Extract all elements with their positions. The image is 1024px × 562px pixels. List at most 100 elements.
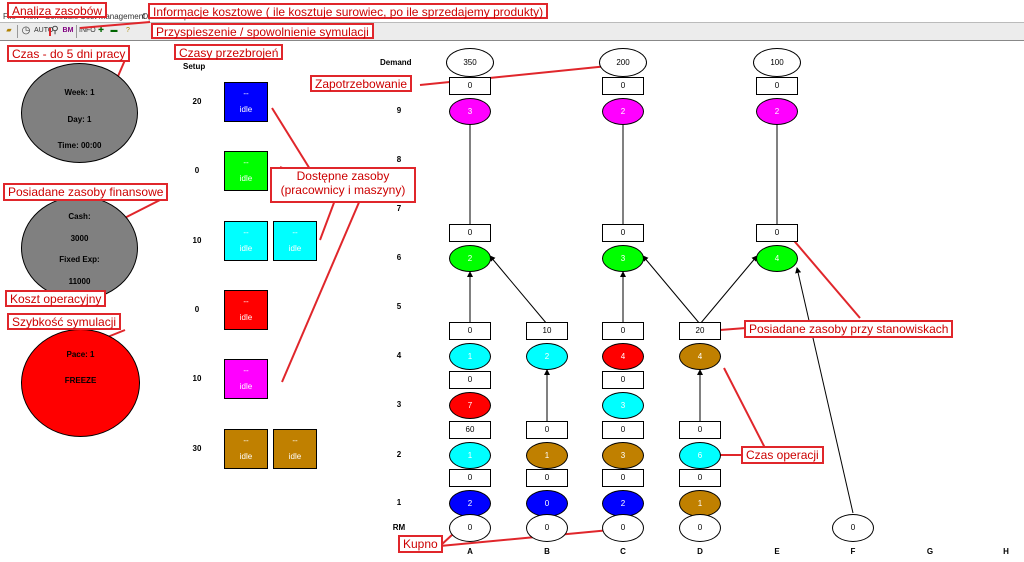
annotation-available-resources: Dostępne zasoby (pracownicy i maszyny) [270,167,416,203]
resource-box[interactable]: --idle [224,429,268,469]
level-label: 5 [396,302,402,311]
station-node[interactable]: 1 [449,343,491,370]
station-node[interactable]: 2 [602,98,644,125]
station-inventory: 0 [449,322,491,340]
annotation-purchase: Kupno [398,535,443,553]
resource-task: -- [243,158,249,167]
station-node[interactable]: 0 [526,490,568,517]
resource-box[interactable]: --idle [273,221,317,261]
fixed-exp-value: 11000 [68,277,91,286]
day-label: Day: 1 [67,115,92,124]
station-node[interactable]: 4 [679,343,721,370]
station-inventory: 0 [602,224,644,242]
setup-time: 30 [192,444,202,453]
station-node[interactable]: 2 [449,245,491,272]
clock-icon[interactable]: ◷ [21,25,31,36]
level-label: 7 [396,204,402,213]
annotation-demand: Zapotrzebowanie [310,75,413,92]
station-node[interactable]: 4 [602,343,644,370]
time-label: Time: 00:00 [57,141,102,150]
resource-state: idle [239,313,253,322]
station-inventory: 0 [449,469,491,487]
annotation-station-resources: Posiadane zasoby przy stanowiskach [744,320,954,338]
station-node[interactable]: 1 [449,442,491,469]
station-node[interactable]: 1 [526,442,568,469]
level-label: 6 [396,253,402,262]
column-label: F [850,547,856,556]
column-label: B [544,547,550,556]
resource-box[interactable]: --idle [273,429,317,469]
resource-box[interactable]: --idle [224,290,268,330]
raw-material-bubble[interactable]: 0 [449,514,491,542]
demand-bubble: 100 [753,48,801,77]
freeze-label: FREEZE [64,376,97,385]
station-node[interactable]: 2 [449,490,491,517]
cash-value: 3000 [70,234,89,243]
station-inventory: 10 [526,322,568,340]
resource-task: -- [243,228,249,237]
raw-material-bubble[interactable]: 0 [832,514,874,542]
station-node[interactable]: 3 [602,245,644,272]
info-button[interactable]: INFO [79,27,96,34]
station-node[interactable]: 2 [602,490,644,517]
annotation-speed: Przyspieszenie / spowolnienie symulacji [151,23,374,39]
pace-display[interactable]: Pace: 1 FREEZE [21,329,140,437]
setup-header: Setup [183,62,206,71]
resource-state: idle [239,244,253,253]
resource-state: idle [239,452,253,461]
resource-box[interactable]: --idle [224,82,268,122]
raw-material-bubble[interactable]: 0 [679,514,721,542]
column-label: E [774,547,780,556]
resource-task: -- [292,436,298,445]
station-inventory: 0 [602,371,644,389]
annotation-sim-speed: Szybkość symulacji [7,313,122,330]
station-node[interactable]: 7 [449,392,491,419]
resource-state: idle [239,174,253,183]
station-node[interactable]: 2 [756,98,798,125]
open-icon[interactable]: ▰ [6,27,12,34]
station-node[interactable]: 3 [602,392,644,419]
station-inventory: 0 [602,421,644,439]
resource-box[interactable]: -- idle [224,221,268,261]
station-node[interactable]: 4 [756,245,798,272]
slow-down-icon[interactable]: ▬ [110,27,118,34]
raw-material-bubble[interactable]: 0 [602,514,644,542]
station-inventory: 0 [602,77,644,95]
demand-bubble: 200 [599,48,647,77]
station-inventory: 0 [449,224,491,242]
annotation-op-time: Czas operacji [741,446,824,464]
help-icon[interactable]: ? [126,27,130,34]
fixed-exp-label: Fixed Exp: [59,255,100,264]
station-node[interactable]: 1 [679,490,721,517]
pace-label: Pace: 1 [66,350,95,359]
bm-button[interactable]: BM [62,27,74,34]
station-node[interactable]: 3 [449,98,491,125]
resource-box[interactable]: -- idle [224,151,268,191]
setup-time: 0 [194,166,200,175]
magnifier-icon[interactable]: ⚲ [51,25,59,36]
station-node[interactable]: 2 [526,343,568,370]
level-label: 9 [396,106,402,115]
station-inventory: 0 [526,469,568,487]
station-node[interactable]: 6 [679,442,721,469]
level-label: 8 [396,155,402,164]
station-inventory: 0 [526,421,568,439]
station-node[interactable]: 3 [602,442,644,469]
resource-box[interactable]: --idle [224,359,268,399]
annotation-operating-cost: Koszt operacyjny [5,290,107,307]
station-inventory: 20 [679,322,721,340]
menu-cost-management[interactable]: Cost Management [80,12,146,21]
resource-state: idle [239,105,253,114]
level-label: 2 [396,450,402,459]
auto-button[interactable]: AUTO [34,27,54,34]
annotation-cost-info: Informacje kosztowe ( ile kosztuje surow… [148,3,549,19]
annotation-resource-analysis: Analiza zasobów [7,2,108,18]
column-label: H [1003,547,1009,556]
station-inventory: 0 [679,469,721,487]
setup-time: 10 [192,374,202,383]
station-inventory: 0 [449,371,491,389]
speed-up-icon[interactable]: ✚ [98,27,104,34]
resource-task: -- [243,366,249,375]
raw-material-bubble[interactable]: 0 [526,514,568,542]
